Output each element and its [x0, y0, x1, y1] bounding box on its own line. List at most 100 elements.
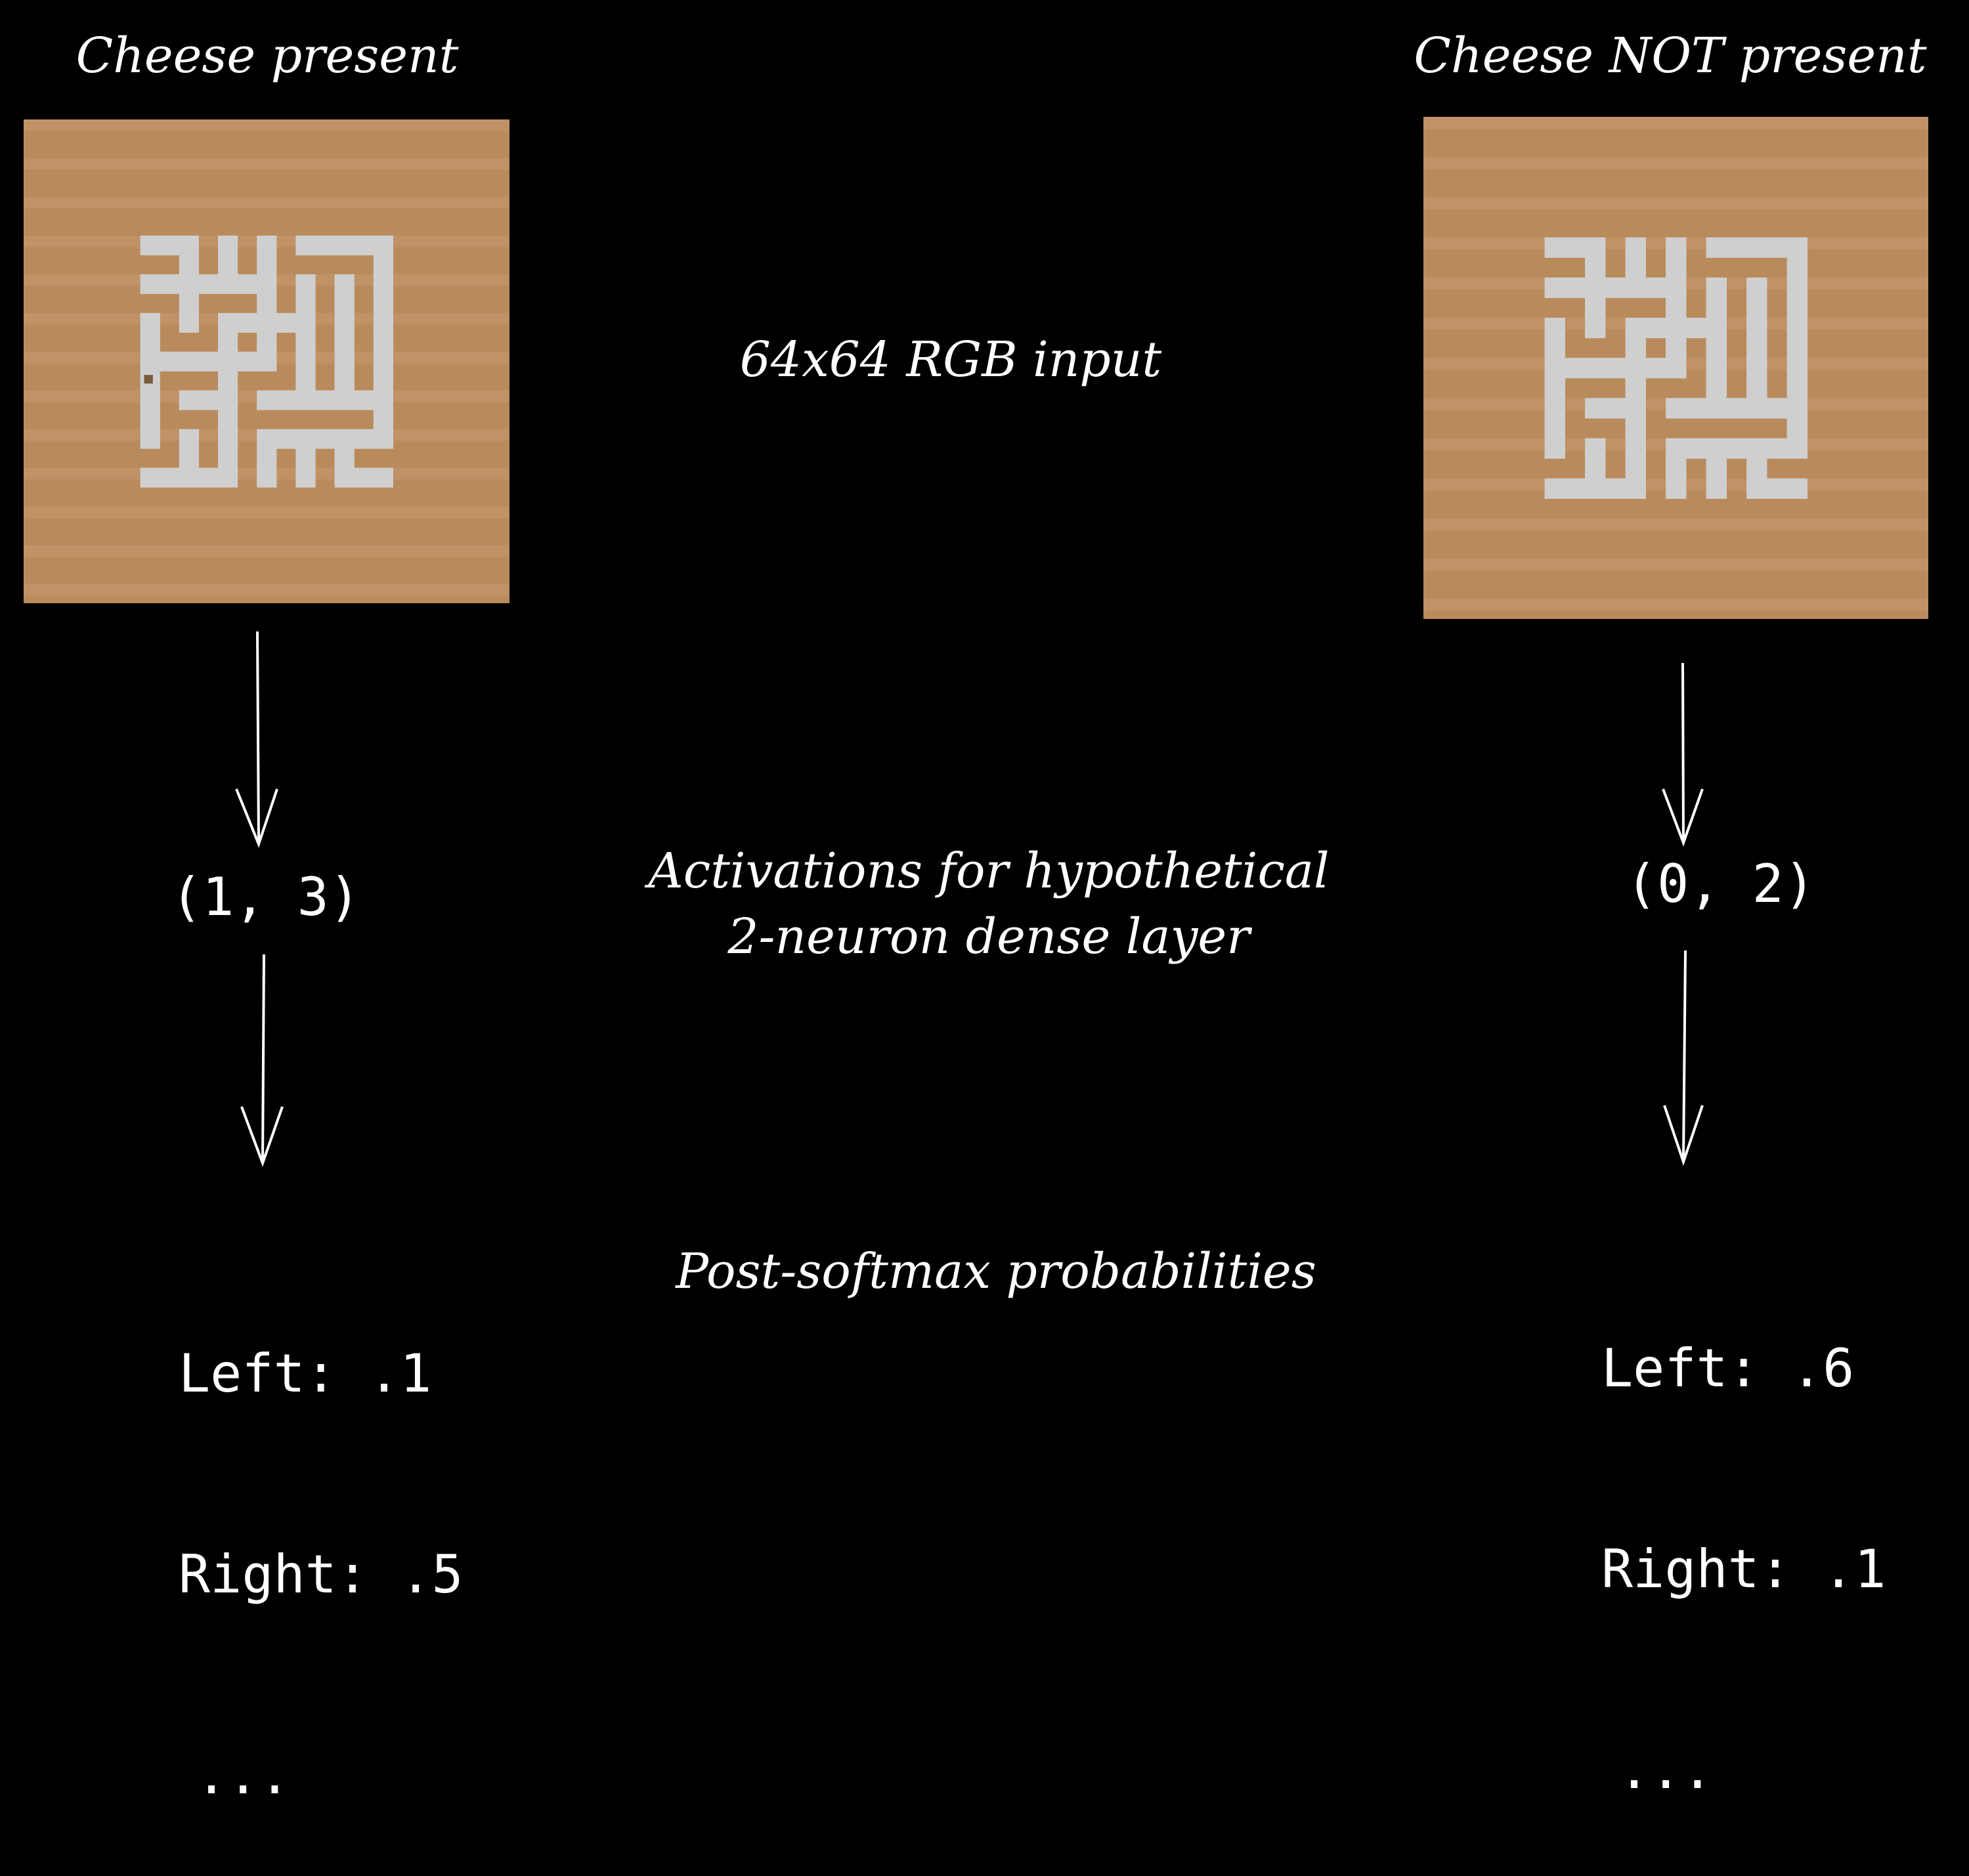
maze-path-cell [1666, 478, 1687, 500]
maze-path-cell [218, 332, 238, 352]
maze-path-cell [1625, 277, 1646, 299]
maze-path-cell [1746, 277, 1767, 299]
maze-path-cell [354, 235, 374, 255]
maze-path-cell [237, 351, 257, 372]
maze-path-cell [140, 390, 160, 410]
maze-path-cell [140, 332, 160, 352]
maze-path-cell [218, 429, 238, 449]
maze-path-cell [1766, 237, 1788, 258]
floor-texture [1423, 559, 1928, 571]
maze-path-cell [1666, 438, 1687, 459]
input-label: 64x64 RGB input [739, 331, 1162, 389]
maze-path-cell [160, 274, 180, 294]
maze-image-cheese-present [24, 119, 509, 603]
maze-path-cell [198, 467, 219, 488]
prob-right: Right: .1 [1601, 1539, 1886, 1600]
maze-path-cell [295, 293, 316, 314]
maze-path-cell [1625, 418, 1646, 439]
maze-path-cell [1766, 398, 1788, 419]
right-title: Cheese NOT present [1414, 28, 1927, 85]
maze-path-cell [1786, 277, 1808, 299]
maze-path-cell [1746, 478, 1767, 500]
maze-path-cell [140, 351, 160, 372]
maze-path-cell [373, 410, 393, 430]
maze-path-cell [257, 235, 277, 255]
maze-path-cell [257, 293, 277, 314]
maze-path-cell [198, 390, 219, 410]
maze-path-cell [257, 467, 277, 488]
maze-path-cell [179, 429, 199, 449]
maze-path-cell [1666, 297, 1687, 318]
maze-path-cell [160, 351, 180, 372]
maze-path-cell [295, 274, 316, 294]
maze-path-cell [1726, 237, 1747, 258]
maze-path-cell [218, 467, 238, 488]
maze-path-cell [179, 255, 199, 275]
maze-path-cell [334, 448, 355, 469]
maze-path-cell [160, 467, 180, 488]
maze-path-cell [140, 429, 160, 449]
floor-texture [24, 545, 509, 557]
maze-path-cell [1746, 398, 1767, 419]
maze-path-cell [334, 274, 355, 294]
maze-path-cell [1666, 458, 1687, 479]
maze-path-cell [334, 429, 355, 449]
maze-path-cell [1786, 438, 1808, 459]
left-activations: (1, 3) [171, 866, 360, 927]
maze-path-cell [1645, 358, 1666, 379]
maze-image-cheese-not-present [1423, 117, 1928, 619]
maze-path-cell [1666, 398, 1687, 419]
maze-path-cell [1585, 257, 1606, 278]
maze-path-cell [257, 255, 277, 275]
maze-path-cell [1544, 358, 1565, 379]
maze-path-cell [1544, 237, 1565, 258]
maze-path-cell [295, 351, 316, 372]
maze-path-cell [218, 371, 238, 391]
maze-path-cell [1585, 398, 1606, 419]
maze-path-cell [1585, 318, 1606, 339]
maze-path-cell [373, 371, 393, 391]
maze-path-cell [295, 429, 316, 449]
maze-path-cell [1706, 277, 1727, 299]
maze-path-cell [373, 255, 393, 275]
maze-path-cell [218, 274, 238, 294]
maze-path-cell [1565, 277, 1586, 299]
maze-path-cell [257, 390, 277, 410]
maze-path-cell [373, 351, 393, 372]
maze-path-cell [179, 351, 199, 372]
maze-path-cell [1746, 318, 1767, 339]
maze-path-cell [1565, 358, 1586, 379]
maze-path-cell [295, 390, 316, 410]
maze-path-cell [334, 390, 355, 410]
maze-path-cell [1605, 277, 1626, 299]
maze-path-cell [1666, 257, 1687, 278]
maze-path-cell [218, 390, 238, 410]
maze-path-cell [334, 467, 355, 488]
maze-path-cell [1544, 277, 1565, 299]
maze-path-cell [257, 429, 277, 449]
maze-path-cell [179, 235, 199, 255]
maze-path-cell [373, 274, 393, 294]
cheese-icon [144, 375, 153, 384]
maze-path-cell [1786, 377, 1808, 399]
maze-path-cell [140, 235, 160, 255]
maze-path-cell [295, 332, 316, 352]
maze-path-cell [1746, 438, 1767, 459]
maze-path-cell [179, 293, 199, 314]
maze-path-cell [1786, 478, 1808, 500]
maze-path-cell [373, 235, 393, 255]
left-title: Cheese present [76, 28, 459, 85]
maze-path-cell [315, 429, 335, 449]
maze-path-cell [1585, 237, 1606, 258]
maze-path-cell [373, 332, 393, 352]
maze-path-cell [160, 235, 180, 255]
maze-path-cell [1786, 418, 1808, 439]
maze-path-cell [1746, 337, 1767, 358]
maze-path-cell [373, 312, 393, 333]
prob-ellipsis: ... [1618, 1739, 1714, 1801]
floor-texture [1423, 519, 1928, 531]
maze-path-cell [334, 351, 355, 372]
maze-path-cell [198, 351, 219, 372]
maze-path-cell [140, 312, 160, 333]
maze-path-cell [1706, 377, 1727, 399]
